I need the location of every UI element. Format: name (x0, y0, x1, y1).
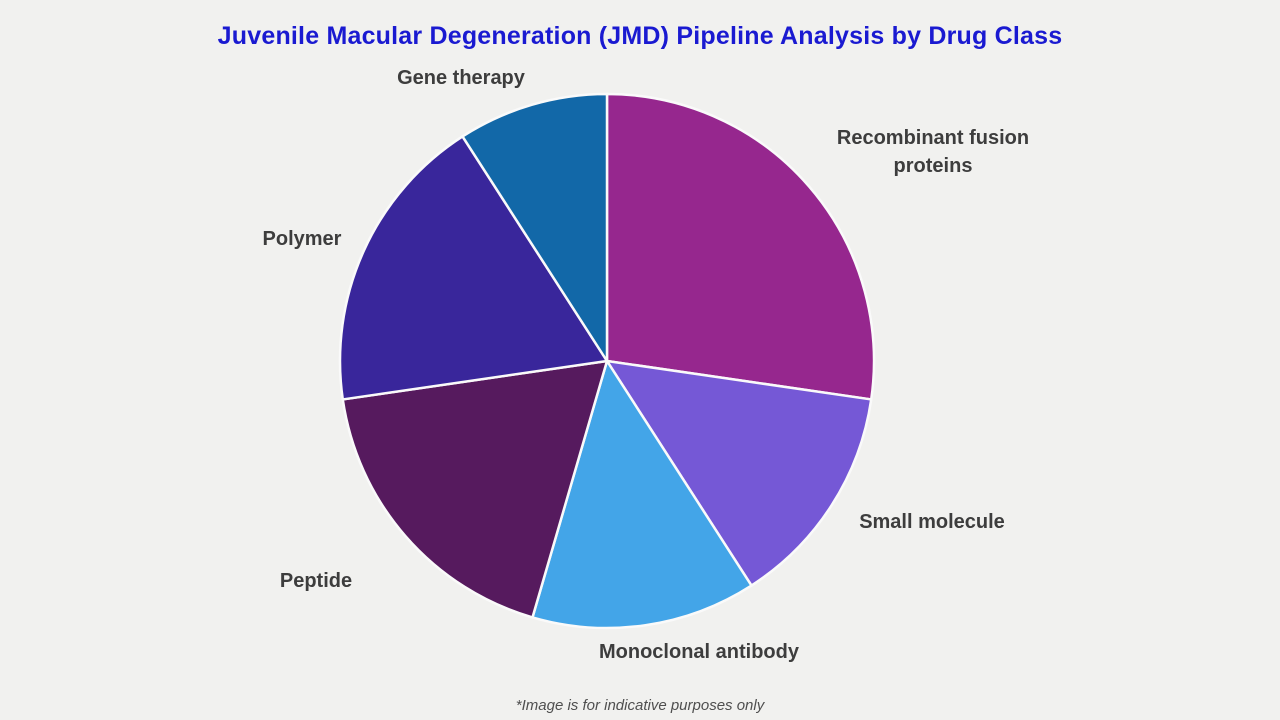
slice-label-peptide: Peptide (279, 570, 353, 592)
pie-slice-gene-therapy[interactable] (461, 92, 609, 363)
slice-label-recombinant-fusion-proteins: Recombinant fusion proteins (836, 127, 1030, 177)
pie-slice-peptide[interactable] (341, 359, 609, 619)
slice-label-gene-therapy: Gene therapy (397, 67, 525, 89)
slice-label-polymer: Polymer (262, 228, 342, 250)
pie-slice-monoclonal-antibody[interactable] (531, 359, 753, 630)
pie-slice-polymer[interactable] (338, 135, 609, 401)
slice-label-small-molecule: Small molecule (859, 511, 1005, 533)
chart-footnote: *Image is for indicative purposes only (515, 697, 765, 714)
pie-slice-recombinant-fusion-proteins[interactable] (605, 92, 876, 401)
pie-slice-small-molecule[interactable] (605, 359, 873, 587)
slice-label-monoclonal-antibody: Monoclonal antibody (599, 641, 799, 663)
chart-title: Juvenile Macular Degeneration (JMD) Pipe… (217, 22, 1063, 50)
